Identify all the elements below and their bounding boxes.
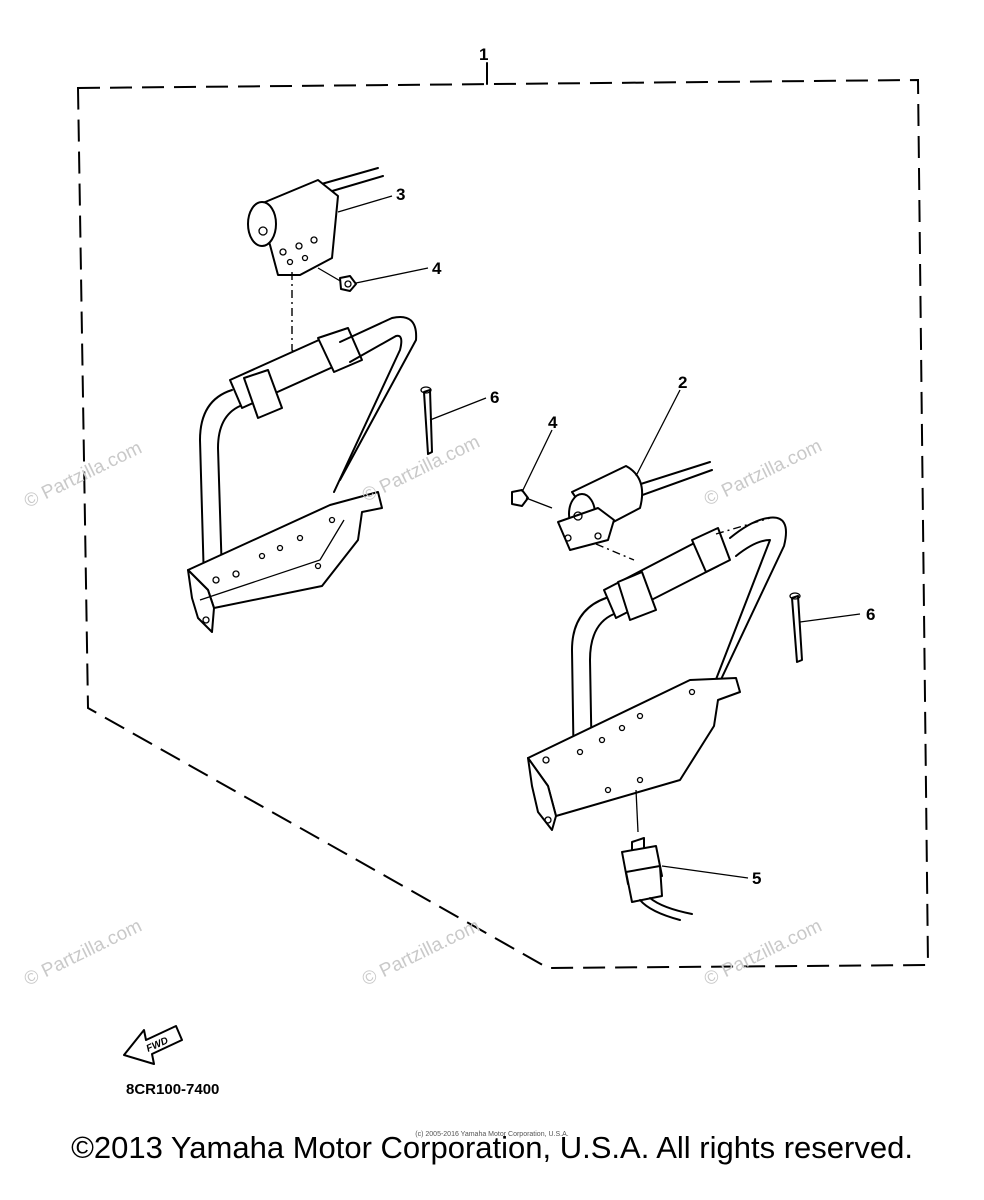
callout-3: 3 <box>396 185 405 204</box>
watermark: © Partzilla.com <box>359 431 483 506</box>
copyright-small-notice: (c) 2005-2016 Yamaha Motor Corporation, … <box>415 1131 569 1138</box>
right-base-bracket <box>527 677 741 831</box>
watermark: © Partzilla.com <box>701 915 825 990</box>
leader-6-left <box>429 397 487 421</box>
callout-4-right: 4 <box>548 413 558 432</box>
leader-4-right <box>521 429 553 493</box>
part-6-tie-left <box>420 386 433 455</box>
copyright-notice: ©2013 Yamaha Motor Corporation, U.S.A. A… <box>71 1130 913 1165</box>
right-assembly <box>511 461 803 921</box>
callout-5: 5 <box>752 869 761 888</box>
callout-6-right: 6 <box>866 605 875 624</box>
kit-boundary <box>76 78 930 970</box>
right-tube <box>603 527 731 621</box>
part-4-screw-right <box>511 489 553 509</box>
left-base-bracket <box>187 491 383 633</box>
callout-4-left: 4 <box>432 259 442 278</box>
leader-6-right <box>799 613 861 623</box>
leader-2 <box>635 389 681 477</box>
leader-5 <box>661 865 749 879</box>
leader-3 <box>337 195 393 213</box>
left-assembly <box>187 167 433 633</box>
callout-6-left: 6 <box>490 388 499 407</box>
diagram-part-number: 8CR100-7400 <box>126 1081 220 1098</box>
watermark: © Partzilla.com <box>21 915 145 990</box>
leader-4-left <box>355 267 429 284</box>
callout-1: 1 <box>479 45 488 64</box>
part-6-tie-right <box>789 592 803 663</box>
part-3-cover <box>247 179 339 276</box>
fwd-arrow-icon: FWD <box>123 1025 183 1065</box>
watermark: © Partzilla.com <box>359 915 483 990</box>
watermark: © Partzilla.com <box>701 435 825 510</box>
part-2-cover <box>557 465 644 551</box>
callout-2: 2 <box>678 373 687 392</box>
part-4-screw-left <box>317 267 357 292</box>
part-5-switch <box>621 837 693 921</box>
